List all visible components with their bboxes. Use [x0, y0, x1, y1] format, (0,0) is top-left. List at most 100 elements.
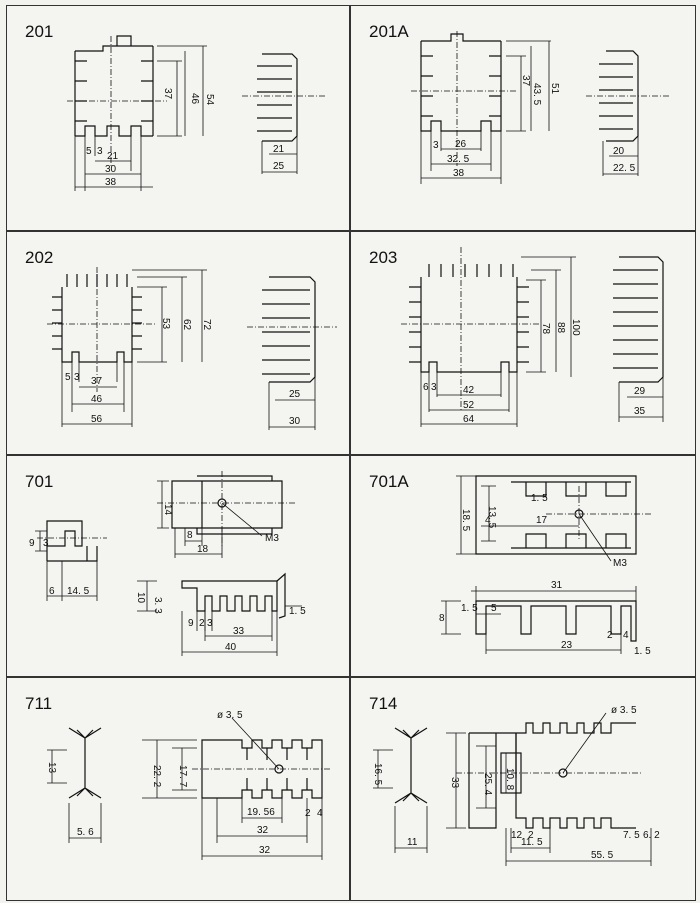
dimension-label: 64: [463, 414, 475, 425]
panel-title: 203: [369, 248, 398, 267]
dimension-label: 30: [289, 416, 301, 427]
dimension-label: 5. 6: [77, 827, 94, 838]
panel-title: 201: [25, 22, 54, 41]
dimension-label: 6. 2: [643, 830, 660, 841]
dimension-label: 3: [207, 618, 213, 629]
dimension-label: 25. 4: [482, 773, 493, 796]
dimension-label: 13. 5: [486, 506, 497, 529]
dimension-label: 14: [162, 504, 173, 516]
panel-title: 701: [25, 472, 54, 491]
dimension-label: 100: [570, 319, 581, 336]
dimension-label: 43. 5: [531, 83, 542, 106]
dimension-label: 33: [449, 777, 460, 789]
dimension-label: 26: [455, 139, 467, 150]
dimension-label: 12: [511, 830, 523, 841]
dimension-label: 4: [623, 630, 629, 641]
dimension-label: 5: [65, 372, 71, 383]
dimension-label: 23: [561, 640, 573, 651]
dimension-label: 37: [91, 376, 103, 387]
dimension-label: 19. 56: [247, 807, 275, 818]
dimension-label: 3: [431, 382, 437, 393]
dimension-label: 2: [607, 630, 613, 641]
dimension-label: 32: [257, 825, 269, 836]
dimension-label: 22. 5: [613, 163, 636, 174]
panel-202: 202 53 62 72 5 3 37 46 56 25 30: [6, 231, 350, 455]
dimension-label: 37: [520, 75, 531, 87]
dimension-label: 3: [433, 140, 439, 151]
dimension-label: 21: [273, 144, 285, 155]
dimension-label: 3: [74, 372, 80, 383]
panel-201a: 201A 37 43. 5 51 3 26 32. 5 38 20 22. 5: [350, 5, 696, 231]
heatsink-drawing: 78 88 100 6 3 42 52 64 29 35: [401, 247, 664, 427]
dimension-label: 9: [188, 618, 194, 629]
dimension-label: 22. 2: [151, 765, 162, 788]
panel-701: 701 14 8 18 M3 9 3 6 14. 5 10 3. 3 1. 5: [6, 455, 350, 677]
heatsink-drawing: 16. 5 11 ø 3. 5 33 25. 4 10. 8 12 2 11. …: [372, 705, 660, 866]
dimension-label: 78: [540, 323, 551, 335]
panel-title: 714: [369, 694, 398, 713]
dimension-label: 46: [91, 394, 103, 405]
dimension-label: 35: [634, 406, 646, 417]
dimension-label: 2: [305, 808, 311, 819]
dimension-label: 5: [86, 146, 92, 157]
dimension-label: 20: [613, 146, 625, 157]
dimension-label: 7. 5: [623, 830, 640, 841]
heatsink-drawing: 14 8 18 M3 9 3 6 14. 5 10 3. 3 1. 5 9 2 …: [29, 471, 306, 656]
dimension-label: 55. 5: [591, 850, 614, 861]
dimension-label: 10: [135, 592, 146, 604]
dimension-label: 1. 5: [531, 493, 548, 504]
dimension-label: 17. 7: [177, 765, 188, 788]
dimension-label: 32. 5: [447, 154, 470, 165]
dimension-label: 54: [204, 94, 215, 106]
dimension-label: 8: [187, 530, 193, 541]
dimension-label: 18. 5: [460, 509, 471, 532]
heatsink-drawing: 13 5. 6 ø 3. 5 22. 2 17. 7 19. 56 2 4 32…: [46, 710, 332, 860]
panel-201: 201 37 46 54 5 3 21 30 38 21: [6, 5, 350, 231]
dimension-label: 3: [43, 538, 49, 549]
dimension-label: 31: [551, 580, 563, 591]
heatsink-drawing: 37 46 54 5 3 21 30 38 21 25: [67, 35, 327, 191]
dimension-label: 14. 5: [67, 586, 90, 597]
heatsink-drawing: 18. 5 13. 5 4 17 1. 5 M3 31 8 1. 5 5 23 …: [439, 475, 651, 657]
panel-714: 714 16. 5 11 ø 3. 5 33 25. 4 10. 8 12 2 …: [350, 677, 696, 901]
dimension-label: 1. 5: [289, 606, 306, 617]
dimension-label: 3. 3: [152, 597, 163, 614]
dimension-label: 3: [97, 146, 103, 157]
dimension-label: 9: [29, 538, 35, 549]
dimension-label: 1. 5: [461, 603, 478, 614]
dimension-label: 1. 5: [634, 646, 651, 657]
dimension-label: 10. 8: [504, 768, 515, 791]
dimension-label: 11. 5: [521, 837, 543, 848]
dimension-label: 37: [162, 88, 173, 100]
dimension-label: M3: [265, 533, 279, 544]
heatsink-drawing: 53 62 72 5 3 37 46 56 25 30: [47, 267, 337, 430]
dimension-label: 32: [259, 845, 271, 856]
dimension-label: 40: [225, 642, 237, 653]
dimension-label: 13: [46, 762, 57, 774]
dimension-label: 52: [463, 400, 475, 411]
dimension-label: 6: [49, 586, 55, 597]
dimension-label: 21: [107, 151, 119, 162]
dimension-label: 5: [491, 603, 497, 614]
dimension-label: 51: [549, 83, 560, 95]
panel-title: 201A: [369, 22, 409, 41]
dimension-label: 11: [407, 837, 418, 848]
dimension-label: 88: [555, 322, 566, 334]
dimension-label: 25: [273, 161, 285, 172]
dimension-label: ø 3. 5: [611, 705, 637, 716]
dimension-label: 2: [199, 618, 205, 629]
dimension-label: 56: [91, 414, 103, 425]
dimension-label: 17: [536, 515, 548, 526]
dimension-label: 18: [197, 544, 209, 555]
dimension-label: 38: [453, 168, 465, 179]
panel-title: 711: [25, 694, 53, 713]
dimension-label: 25: [289, 389, 301, 400]
dimension-label: 16. 5: [372, 763, 383, 786]
dimension-label: 4: [317, 808, 323, 819]
dimension-label: 33: [233, 626, 245, 637]
dimension-label: 4: [485, 515, 491, 526]
panel-701a: 701A 18. 5 13. 5 4 17 1. 5 M3 31 8 1. 5 …: [350, 455, 696, 677]
panel-203: 203 78 88 100 6 3 42 52 64 29 35: [350, 231, 696, 455]
dimension-label: 2: [528, 830, 534, 841]
